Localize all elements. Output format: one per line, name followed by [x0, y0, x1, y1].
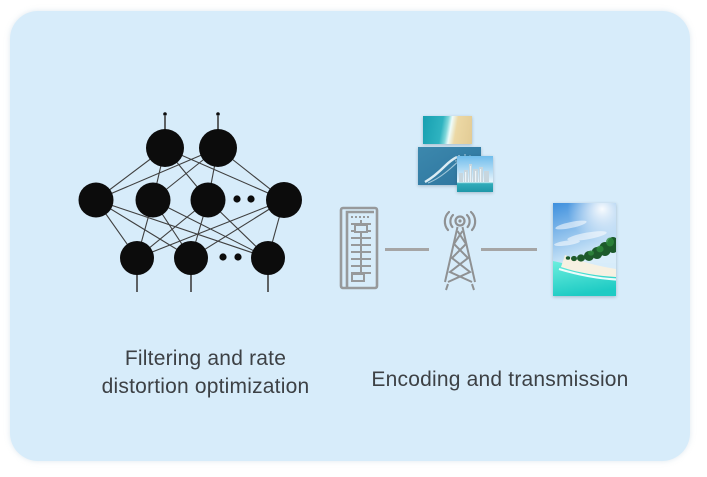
left-caption-line1: Filtering and rate [124, 347, 287, 370]
city-skyline-photo [457, 156, 493, 192]
right-caption: Encoding and transmission [371, 368, 629, 391]
tropical-beach-photo [553, 203, 616, 296]
left-caption: Filtering and rate distortion optimizati… [48, 345, 363, 401]
network-nodes [78, 112, 302, 275]
server-rack-icon [339, 206, 379, 290]
radio-tower-icon [443, 210, 477, 291]
left-caption-line2: distortion optimization [101, 375, 310, 398]
aerial-beach-photo [423, 116, 472, 144]
link-line-left [385, 248, 429, 251]
link-line-right [481, 248, 537, 251]
network-stubs [136, 116, 269, 292]
neural-network-diagram [78, 112, 302, 292]
input-layer-ellipsis-dot [234, 253, 242, 261]
input-layer-ellipsis-dot [219, 253, 227, 261]
hidden-layer-ellipsis-dot [233, 195, 241, 203]
hidden-layer-ellipsis-dot [247, 195, 255, 203]
